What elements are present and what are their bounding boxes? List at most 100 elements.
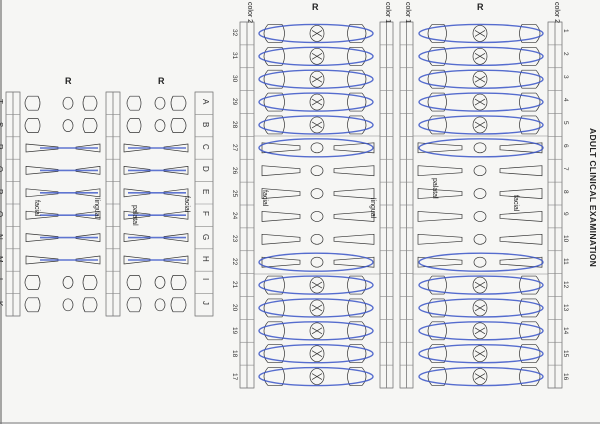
lower-anterior-facial	[261, 233, 301, 245]
upper-anterior-facial	[499, 165, 543, 177]
upper-anterior-palatal	[417, 165, 463, 177]
upper-anterior-palatal	[417, 142, 463, 154]
tooth-number-lower: 26	[231, 166, 238, 174]
marking-upper	[418, 275, 544, 295]
tooth-number-lower: 22	[231, 258, 238, 266]
primary-upper-anterior	[163, 210, 189, 220]
upper-anterior-palatal	[417, 256, 463, 268]
primary-lower-lingual-label: lingual	[93, 198, 100, 219]
marking-upper	[418, 115, 544, 135]
marking-lower	[258, 343, 374, 364]
tooth-number-upper: 15	[562, 349, 569, 357]
lower-molar-lingual	[347, 115, 367, 135]
tooth-letter-lower: Q	[0, 166, 4, 172]
color-label-upper: color 2	[553, 2, 560, 24]
upper-anterior-facial	[499, 233, 543, 245]
lower-molar-facial	[263, 115, 285, 135]
marking-upper	[418, 69, 544, 89]
primary-upper-molar	[170, 95, 187, 111]
marking-lower	[258, 298, 374, 318]
tooth-number-lower: 24	[231, 212, 238, 220]
tooth-number-lower: 29	[231, 98, 238, 106]
adult-lower-facial-label: facial	[261, 190, 268, 207]
primary-lower-occlusal	[62, 119, 74, 132]
upper-molar-palatal	[427, 298, 447, 318]
primary-label-r-upper: R	[158, 76, 165, 86]
primary-upper-occlusal	[154, 96, 166, 110]
tooth-number-lower: 18	[231, 349, 238, 357]
lower-occlusal	[309, 368, 325, 385]
lower-molar-facial	[263, 24, 285, 43]
primary-lower-anterior	[75, 166, 101, 175]
quadrant-label-r-lower: R	[312, 2, 319, 12]
lower-occlusal	[309, 93, 325, 111]
tooth-letter-upper: C	[201, 144, 210, 150]
tooth-number-lower: 25	[231, 189, 238, 197]
primary-upper-facial-label: facial	[183, 196, 190, 213]
marking-lower	[258, 115, 374, 135]
primary-lower-anterior	[75, 233, 101, 242]
tooth-number-lower: 28	[231, 120, 238, 129]
tooth-number-upper: 2	[562, 52, 569, 56]
upper-molar-palatal	[427, 344, 447, 364]
tooth-letter-upper: J	[201, 300, 210, 305]
tooth-letter-lower: R	[0, 144, 4, 150]
lower-molar-lingual	[347, 367, 367, 386]
tooth-letter-lower: O	[0, 211, 4, 217]
upper-molar-palatal	[427, 69, 447, 89]
tooth-number-lower: 21	[231, 281, 238, 289]
lower-molar-lingual	[347, 298, 367, 318]
lower-occlusal	[309, 299, 325, 317]
upper-anterior-palatal	[417, 211, 463, 222]
lower-occlusal	[309, 276, 325, 294]
upper-occlusal	[472, 116, 488, 134]
marking-lower	[258, 252, 374, 272]
primary-upper-occlusal	[154, 119, 166, 132]
marking-lower	[258, 321, 374, 341]
tooth-letter-upper: B	[201, 121, 210, 127]
primary-label-r-lower: R	[65, 76, 72, 86]
upper-molar-palatal	[427, 321, 447, 341]
primary-upper-molar	[170, 118, 187, 133]
lower-anterior-facial	[261, 256, 301, 268]
primary-lower-anterior	[75, 143, 101, 153]
tooth-number-lower: 20	[231, 303, 238, 312]
tooth-number-upper: 7	[562, 166, 569, 171]
tooth-number-upper: 6	[562, 143, 569, 148]
lower-anterior-facial	[261, 142, 301, 154]
adult-upper-facial-label: facial	[512, 195, 519, 212]
upper-molar-palatal	[427, 92, 447, 112]
upper-occlusal	[472, 276, 488, 294]
upper-occlusal	[472, 345, 488, 363]
adult-upper-grid	[399, 21, 563, 389]
tooth-letter-upper: D	[201, 166, 210, 173]
tooth-letter-lower: S	[0, 122, 4, 127]
adult-upper-palatal-label: palatal	[431, 178, 438, 199]
lower-anterior-incisal	[310, 188, 324, 199]
upper-anterior-facial	[499, 188, 543, 199]
marking-upper	[418, 321, 544, 341]
upper-anterior-palatal	[417, 233, 463, 245]
primary-lower-molar	[82, 95, 98, 111]
marking-lower	[258, 23, 374, 44]
tooth-number-lower: 30	[231, 75, 238, 83]
tooth-letter-upper: H	[201, 256, 210, 262]
upper-molar-palatal	[427, 367, 447, 386]
lower-molar-lingual	[347, 321, 367, 341]
lower-anterior-lingual	[333, 142, 375, 154]
marking-upper	[418, 298, 544, 318]
page-title: ADULT CLINICAL EXAMINATION	[588, 128, 598, 268]
lower-molar-facial	[263, 69, 285, 89]
tooth-number-lower: 23	[231, 235, 238, 243]
upper-occlusal	[472, 368, 488, 385]
lower-anterior-incisal	[310, 142, 324, 154]
lower-occlusal	[309, 47, 325, 65]
marking-upper	[418, 92, 544, 112]
tooth-number-upper: 8	[562, 189, 569, 194]
lower-anterior-facial	[261, 211, 301, 222]
marking-upper	[418, 46, 544, 67]
upper-molar-facial	[519, 24, 541, 43]
tooth-number-lower: 19	[231, 326, 238, 335]
primary-lower-occlusal	[62, 96, 74, 110]
